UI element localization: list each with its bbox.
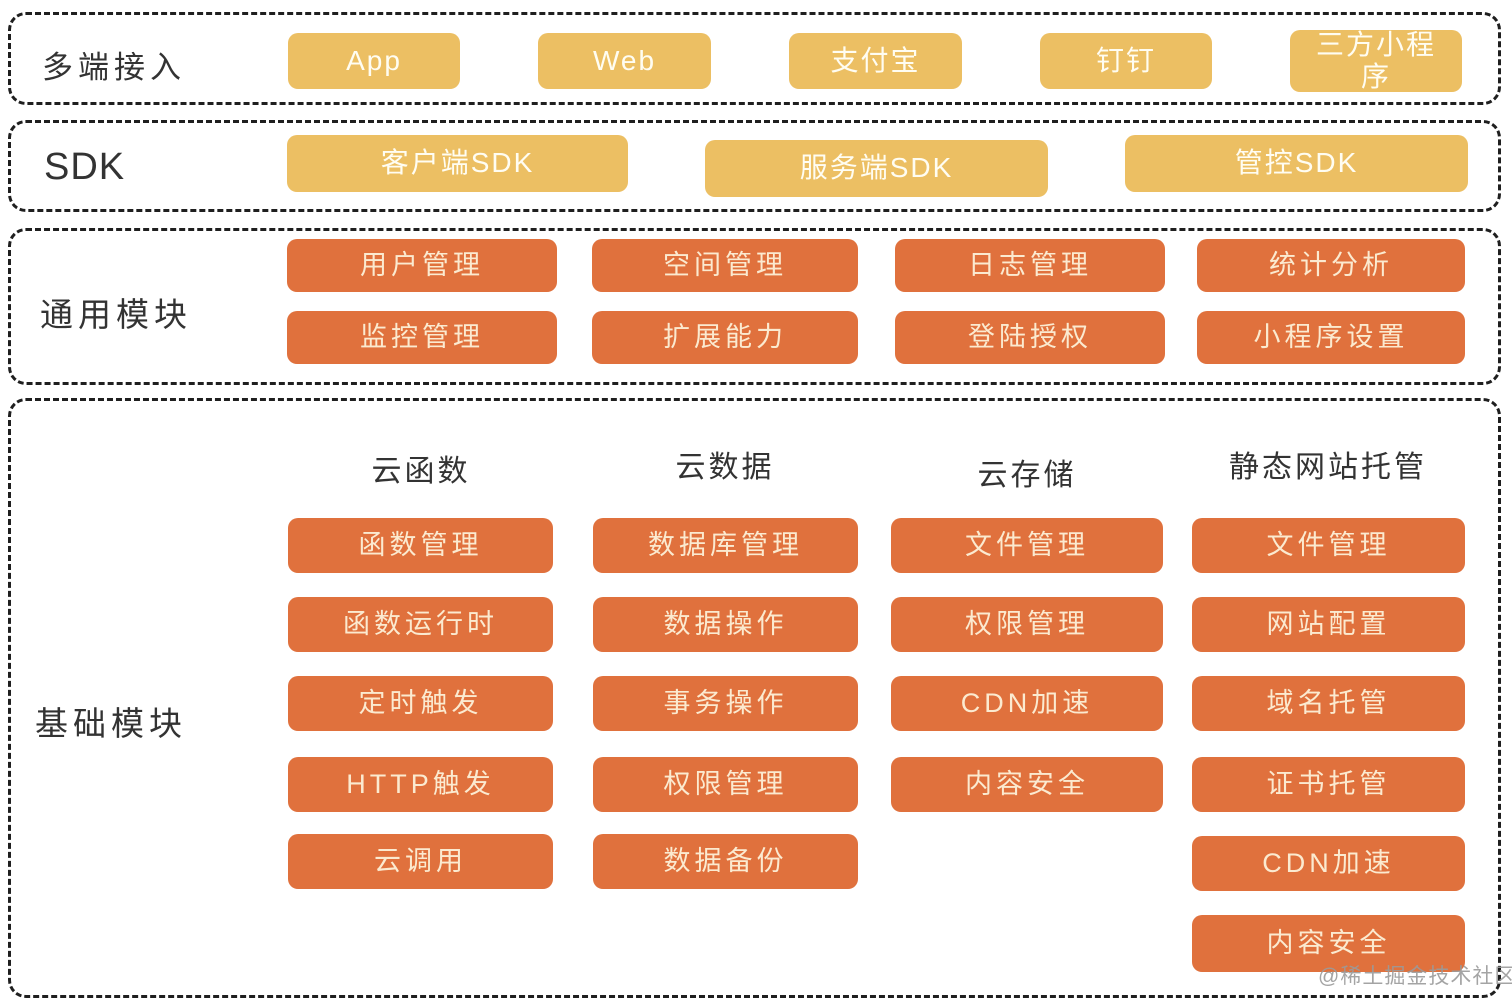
watermark-text: @稀土掘金技术社区 bbox=[1318, 965, 1512, 988]
base-col-cloud-storage-header: 云存储 bbox=[977, 459, 1077, 492]
layer-base-frame bbox=[8, 398, 1501, 998]
cd-item-data-operation: 数据操作 bbox=[593, 597, 858, 652]
common-item-user-mgmt: 用户管理 bbox=[287, 239, 557, 292]
common-item-extension: 扩展能力 bbox=[592, 311, 858, 364]
access-item-dingtalk: 钉钉 bbox=[1040, 33, 1212, 89]
cf-item-http-trigger: HTTP触发 bbox=[288, 757, 553, 812]
sh-item-domain-hosting: 域名托管 bbox=[1192, 676, 1465, 731]
layer-base-label: 基础模块 bbox=[35, 705, 187, 742]
sdk-item-admin: 管控SDK bbox=[1125, 135, 1468, 192]
layer-common-label: 通用模块 bbox=[40, 296, 192, 333]
access-item-alipay: 支付宝 bbox=[789, 33, 962, 89]
sh-item-cdn-acceleration: CDN加速 bbox=[1192, 836, 1465, 891]
cf-item-timer-trigger: 定时触发 bbox=[288, 676, 553, 731]
cs-item-content-security: 内容安全 bbox=[891, 757, 1163, 812]
cd-item-data-backup: 数据备份 bbox=[593, 834, 858, 889]
sh-item-site-config: 网站配置 bbox=[1192, 597, 1465, 652]
cf-item-function-mgmt: 函数管理 bbox=[288, 518, 553, 573]
cs-item-permission-mgmt: 权限管理 bbox=[891, 597, 1163, 652]
layer-access-frame bbox=[8, 12, 1501, 105]
sh-item-file-mgmt: 文件管理 bbox=[1192, 518, 1465, 573]
common-item-log-mgmt: 日志管理 bbox=[895, 239, 1165, 292]
base-col-static-hosting-header: 静态网站托管 bbox=[1229, 451, 1427, 484]
common-item-monitor-mgmt: 监控管理 bbox=[287, 311, 557, 364]
cf-item-function-runtime: 函数运行时 bbox=[288, 597, 553, 652]
common-item-login-auth: 登陆授权 bbox=[895, 311, 1165, 364]
common-item-miniprogram-settings: 小程序设置 bbox=[1197, 311, 1465, 364]
cd-item-permission-mgmt: 权限管理 bbox=[593, 757, 858, 812]
cf-item-cloud-call: 云调用 bbox=[288, 834, 553, 889]
sdk-item-client: 客户端SDK bbox=[287, 135, 628, 192]
access-item-third-party-miniprogram: 三方小程序 bbox=[1290, 29, 1462, 92]
access-item-app: App bbox=[288, 33, 460, 89]
base-col-cloud-data-header: 云数据 bbox=[675, 451, 775, 484]
sh-item-certificate-hosting: 证书托管 bbox=[1192, 757, 1465, 812]
common-item-space-mgmt: 空间管理 bbox=[592, 239, 858, 292]
layer-sdk-frame bbox=[8, 120, 1501, 212]
access-item-web: Web bbox=[538, 33, 711, 89]
layer-access-label: 多端接入 bbox=[42, 50, 186, 85]
cd-item-database-mgmt: 数据库管理 bbox=[593, 518, 858, 573]
base-col-cloud-function-header: 云函数 bbox=[371, 455, 471, 488]
sdk-item-server: 服务端SDK bbox=[705, 140, 1048, 197]
layer-sdk-label: SDK bbox=[44, 146, 126, 188]
sh-item-content-security: 内容安全 bbox=[1192, 915, 1465, 972]
cs-item-file-mgmt: 文件管理 bbox=[891, 518, 1163, 573]
common-item-stats-analysis: 统计分析 bbox=[1197, 239, 1465, 292]
cs-item-cdn-acceleration: CDN加速 bbox=[891, 676, 1163, 731]
layer-common-frame bbox=[8, 228, 1501, 385]
cd-item-transaction-operation: 事务操作 bbox=[593, 676, 858, 731]
